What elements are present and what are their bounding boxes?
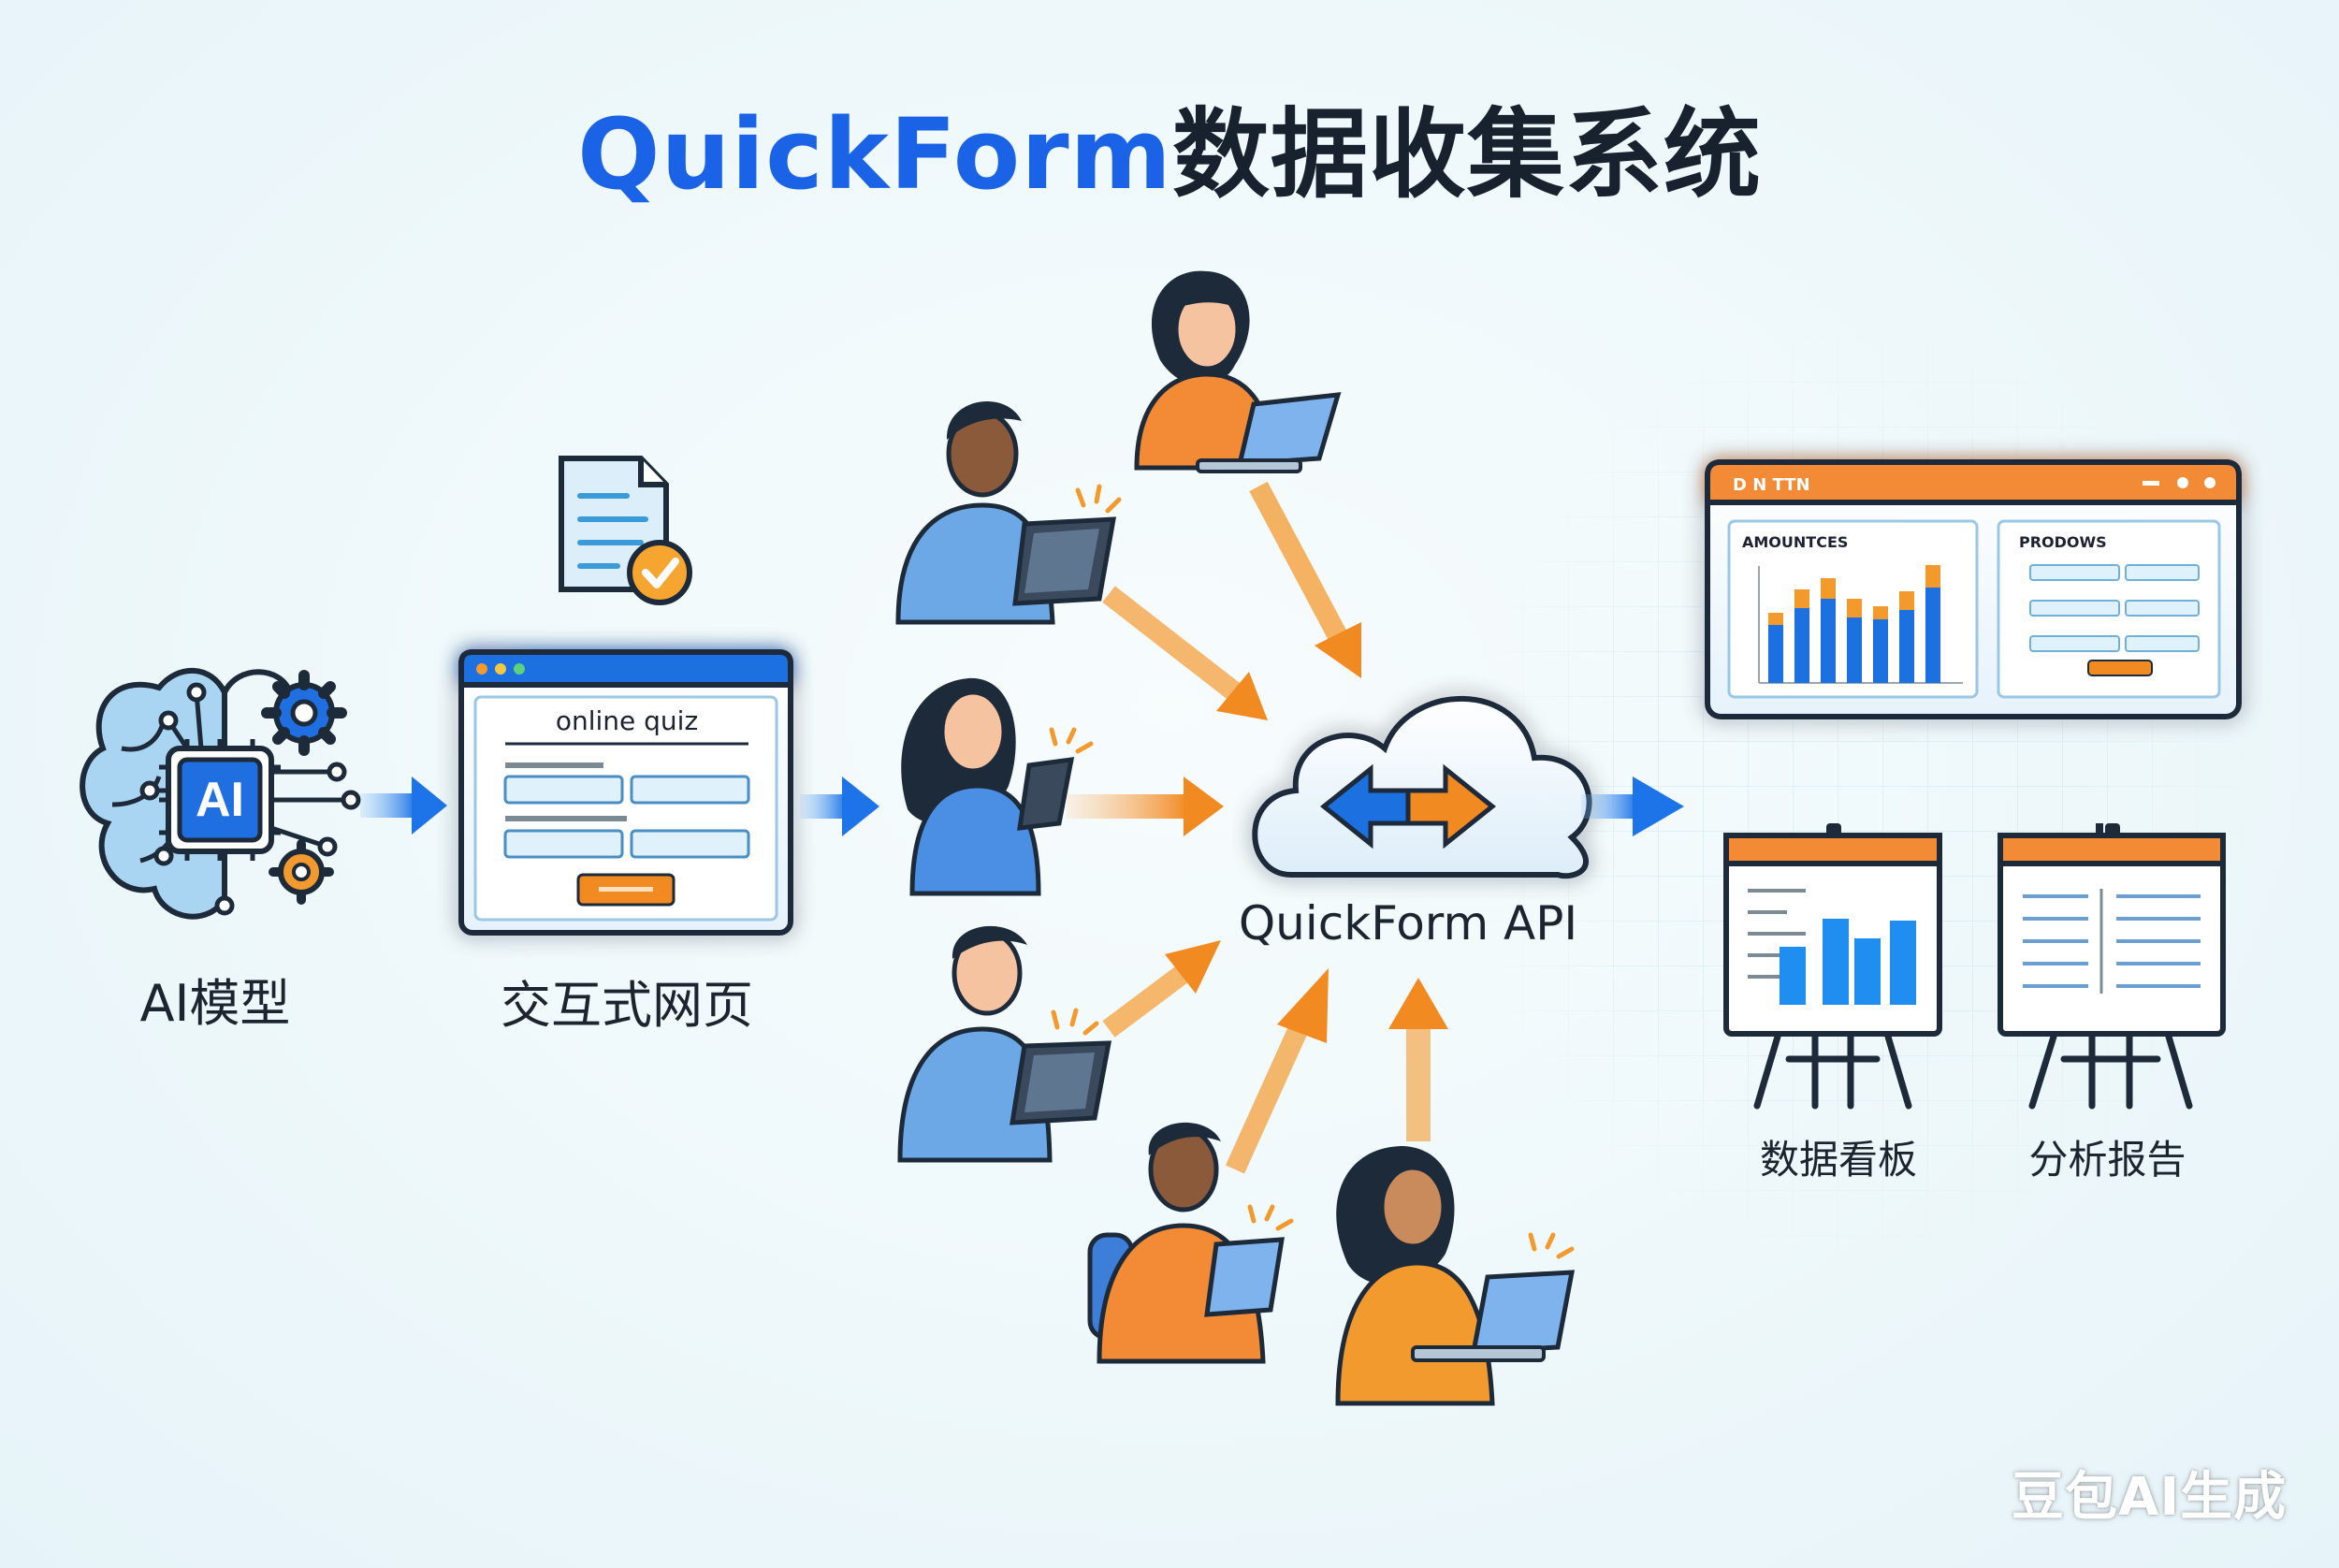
dashboard-board-label: 数据看板 bbox=[1759, 1137, 1917, 1183]
panel-right-title: PRODOWS bbox=[2019, 533, 2107, 551]
arrow-user-tablet-2 bbox=[1102, 940, 1221, 1038]
web-page-label: 交互式网页 bbox=[501, 976, 753, 1035]
arrow-user-tablet-1 bbox=[1102, 586, 1268, 720]
ai-brain-icon: AI bbox=[80, 667, 361, 920]
document-check-icon bbox=[559, 456, 692, 605]
api-label: QuickForm API bbox=[1238, 896, 1578, 951]
page-title: QuickForm数据收集系统 bbox=[0, 75, 2339, 216]
report-board-label: 分析报告 bbox=[2028, 1137, 2186, 1183]
arrows-users-to-api bbox=[1067, 481, 1448, 1174]
user-tablet-2 bbox=[897, 925, 1112, 1163]
user-tablet-1 bbox=[895, 400, 1122, 625]
title-brand: QuickForm bbox=[577, 97, 1172, 211]
title-suffix: 数据收集系统 bbox=[1171, 97, 1762, 211]
dashboard-bar-title: D N TTN bbox=[1733, 475, 1810, 495]
web-page-window: online quiz bbox=[458, 649, 793, 936]
arrow-user-laptop-bottom bbox=[1388, 978, 1448, 1141]
ai-chip-text: AI bbox=[196, 773, 244, 827]
arrow-ai-to-web bbox=[360, 777, 447, 835]
arrow-user-phone bbox=[1067, 777, 1224, 836]
arrow-web-to-users bbox=[800, 777, 879, 836]
panel-left-title: AMOUNTCES bbox=[1742, 533, 1848, 551]
mini-bar-chart bbox=[1768, 565, 1940, 683]
watermark: 豆包AI生成 bbox=[2012, 1467, 2288, 1528]
report-easel-icon bbox=[1998, 823, 2226, 1110]
dashboard-window: D N TTN AMOUNTCES PRODOWS bbox=[1705, 459, 2242, 719]
arrow-user-top bbox=[1249, 481, 1361, 678]
gear-small-icon bbox=[269, 839, 334, 905]
dashboard-easel-icon bbox=[1723, 823, 2103, 1110]
arrow-user-backpack bbox=[1225, 968, 1329, 1174]
cloud-api-icon bbox=[1252, 695, 1592, 879]
arrow-api-to-outputs bbox=[1581, 777, 1684, 836]
gear-icon bbox=[261, 670, 347, 756]
user-backpack bbox=[1087, 1122, 1294, 1364]
ai-model-label: AI模型 bbox=[139, 974, 291, 1033]
user-phone bbox=[901, 677, 1094, 896]
web-window-title: online quiz bbox=[556, 705, 698, 736]
user-laptop-top bbox=[1134, 270, 1342, 473]
user-laptop-bottom bbox=[1335, 1146, 1576, 1406]
